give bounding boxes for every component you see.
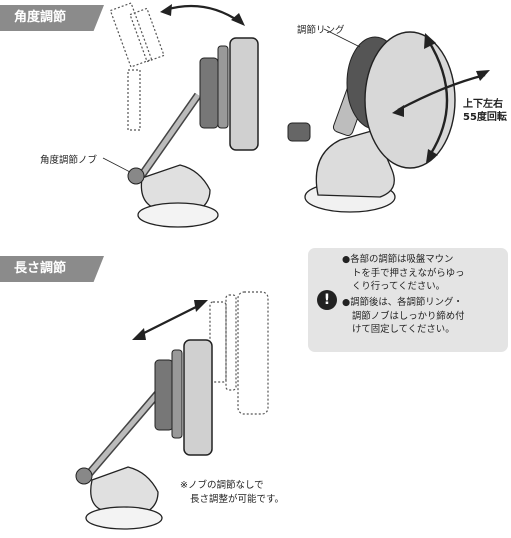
notice-item-1-line3: くり行ってください。	[352, 281, 445, 292]
notice-item-2-line1: 調節後は、各調節リング・	[350, 297, 463, 308]
rotation-label-line2: 55度回転	[463, 112, 507, 123]
rotation-label-line1: 上下左右	[463, 99, 503, 110]
exclamation-icon: !	[317, 290, 337, 310]
footnote: ※ノブの調節なしで 長さ調整が可能です。	[180, 479, 284, 507]
notice-box: ! ●各部の調節は吸盤マウン トを手で押さえながらゆっ くり行ってください。 ●…	[308, 248, 508, 352]
notice-item-1-line2: トを手で押さえながらゆっ	[352, 267, 465, 279]
rotation-illustration	[287, 28, 490, 213]
footnote-line1: ※ノブの調節なしで	[180, 480, 264, 491]
footnote-line2: 長さ調整が可能です。	[190, 494, 285, 505]
notice-item-2-line3: けて固定してください。	[352, 324, 455, 335]
section-title-angle: 角度調節	[0, 5, 104, 31]
bullet-marker: ●	[342, 297, 351, 308]
angle-knob-label: 角度調節ノブ	[40, 155, 98, 166]
angle-adjust-illustration	[109, 2, 259, 228]
adjust-ring-label: 調節リング	[297, 25, 345, 36]
section-title-length: 長さ調節	[0, 256, 104, 282]
notice-item-1-line1: 各部の調節は吸盤マウン	[350, 254, 454, 265]
bullet-marker: ●	[342, 254, 351, 265]
length-adjust-illustration	[75, 291, 269, 530]
notice-item-2: ●調節後は、各調節リング・ 調節ノブはしっかり締め付 けて固定してください。	[342, 296, 465, 337]
rotation-label: 上下左右 55度回転	[463, 98, 507, 124]
notice-item-2-line2: 調節ノブはしっかり締め付	[352, 310, 465, 322]
notice-item-1: ●各部の調節は吸盤マウン トを手で押さえながらゆっ くり行ってください。	[342, 253, 465, 294]
